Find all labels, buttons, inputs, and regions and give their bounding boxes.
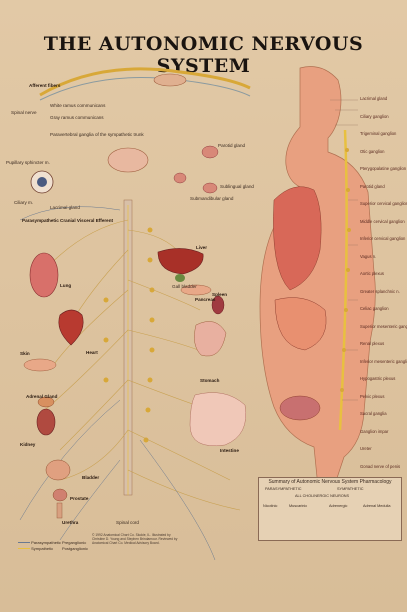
pharm-label-adrenergic: Adrenergic (329, 504, 348, 508)
right-label-item: Otic ganglion (360, 148, 385, 154)
right-label-item: Lacrimal gland (360, 96, 388, 101)
label-spinal-cord: Spinal cord (116, 520, 139, 525)
label-adrenal: Adrenal Gland (26, 394, 58, 399)
right-label-item: Sacral ganglia (360, 411, 387, 416)
pharmacology-title: Summary of Autonomic Nervous System Phar… (268, 479, 392, 485)
label-heart: Heart (86, 350, 98, 355)
label-lacrimal: Lacrimal gland (50, 205, 80, 210)
legend-para-swatch (18, 542, 30, 544)
label-white-ramus: White ramus communicans (50, 103, 106, 108)
label-stomach: Stomach (200, 378, 220, 383)
label-parotid: Parotid gland (218, 143, 246, 148)
label-intestine: Intestine (220, 448, 239, 453)
label-pupillary: Pupillary sphincter m. (6, 160, 50, 165)
pharm-row-cholinergic: ALL CHOLINERGIC NEURONS (295, 494, 350, 498)
legend-symp-swatch (18, 548, 30, 550)
legend-postganglionic: Postganglionic (62, 546, 89, 551)
right-label-item: Superior cervical ganglion (360, 201, 407, 206)
label-liver: Liver (196, 245, 207, 250)
legend-symp-label: Sympathetic (31, 546, 54, 551)
label-sublingual: Sublingual gland (220, 184, 254, 189)
label-paravertebral: Paravertebral ganglia of the sympathetic… (50, 132, 144, 137)
pharm-label-muscarinic: Muscarinic (289, 504, 308, 508)
right-label-item: Ureter (360, 446, 372, 451)
label-spinal-nerve: Spinal nerve (11, 110, 37, 115)
pharm-col-parasympathetic: PARASYMPATHETIC (265, 487, 302, 491)
label-kidney: Kidney (20, 442, 36, 447)
label-pancreas: Pancreas (195, 297, 216, 302)
label-skin: Skin (20, 351, 30, 356)
label-prostate: Prostate (70, 496, 89, 501)
right-label-item: Superior mesenteric ganglion (360, 323, 407, 329)
label-gall-bladder: Gall bladder (172, 284, 197, 289)
right-label-item: Inferior cervical ganglion (360, 236, 406, 241)
label-lung: Lung (60, 283, 72, 288)
right-label-item: Trigeminal ganglion (360, 131, 397, 136)
label-submandibular: Submandibular gland (190, 196, 234, 201)
label-afferent: Afferent fibers (29, 83, 61, 88)
right-label-item: Pelvic plexus (360, 393, 385, 399)
legend-parasympathetic: Parasympathetic (18, 540, 61, 545)
right-label-item: Greater splanchnic n. (360, 288, 400, 294)
pharm-col-sympathetic: SYMPATHETIC (337, 487, 364, 491)
label-spleen: Spleen (212, 292, 228, 297)
right-label-item: Pterygopalatine ganglion (360, 166, 407, 171)
right-label-item: Aortic plexus (360, 271, 384, 276)
label-bladder: Bladder (82, 475, 100, 480)
right-label-item: Hypogastric plexus (360, 376, 396, 381)
pharm-label-adrenal-medulla: Adrenal Medulla (363, 504, 391, 508)
pharmacology-summary-box: Summary of Autonomic Nervous System Phar… (258, 477, 402, 541)
right-label-item: Vagus n. (360, 253, 377, 259)
right-label-item: Renal plexus (360, 341, 385, 346)
pharm-label-nicotinic: Nicotinic (263, 504, 278, 508)
legend-sympathetic: Sympathetic (18, 546, 53, 551)
right-label-item: Middle cervical ganglion (360, 218, 405, 224)
label-urethra: Urethra (62, 520, 79, 525)
right-label-item: Parotid gland (360, 183, 385, 189)
right-label-item: Ganglion impar (360, 428, 389, 434)
right-label-item: Celiac ganglion (360, 306, 389, 311)
label-gray-ramus: Gray ramus communicans (50, 115, 104, 120)
label-ciliary: Ciliary m. (14, 200, 34, 205)
right-label-item: Inferior mesenteric ganglion (360, 358, 407, 364)
right-label-item: Ciliary ganglion (360, 113, 389, 119)
legend-preganglionic: Preganglionic (62, 540, 87, 545)
copyright-text: © 1992 Anatomical Chart Co. Skokie, IL. … (92, 533, 178, 545)
legend-para-label: Parasympathetic (31, 540, 61, 545)
right-label-item: Gonad nerve of penis (360, 463, 401, 469)
label-parasympathetic-cranial: Parasympathetic Cranial Visceral Efferen… (22, 218, 114, 223)
